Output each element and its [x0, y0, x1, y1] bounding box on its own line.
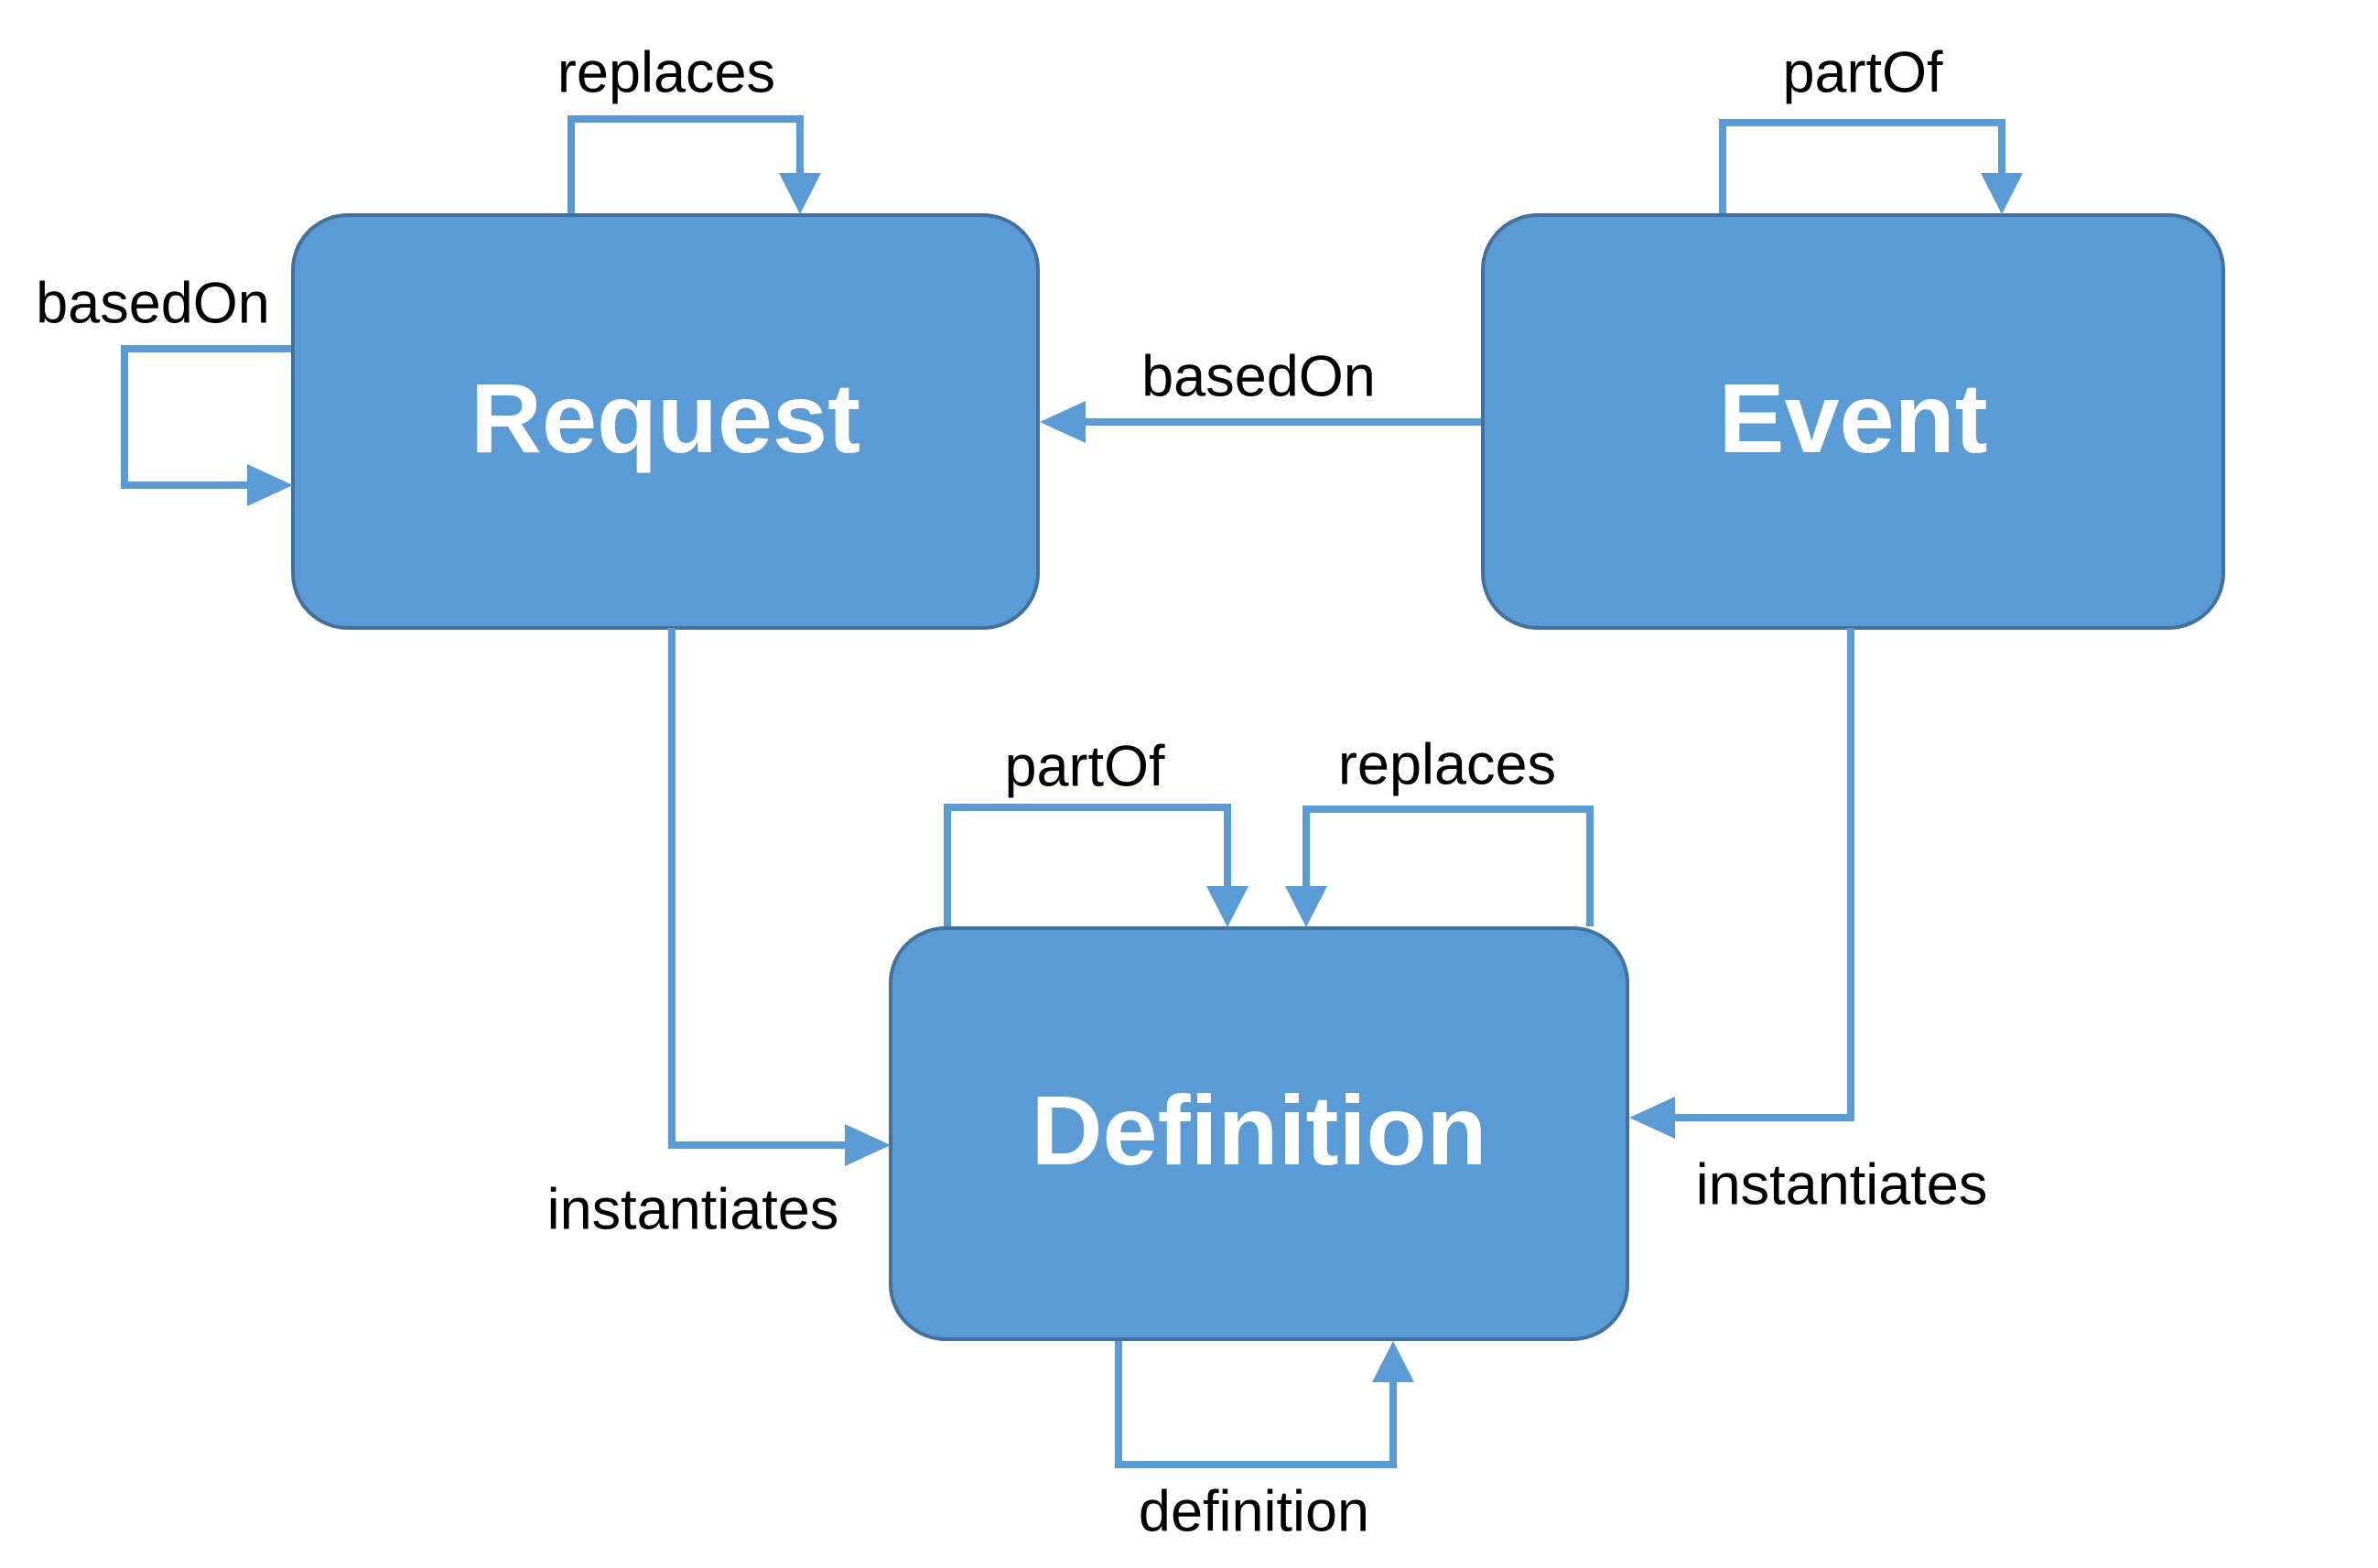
edge-label-partof-event: partOf [1782, 40, 1943, 105]
edge-partof-definition-segment [944, 804, 1231, 811]
edge-basedon-request-segment [121, 481, 251, 489]
edge-replaces-definition-segment [1586, 806, 1594, 926]
edge-definition-loop-segment [1389, 1379, 1397, 1468]
edge-label-partof-definition: partOf [1004, 734, 1165, 799]
edge-replaces-request-segment [567, 115, 804, 123]
node-request-label: Request [470, 362, 861, 473]
edge-label-replaces-definition: replaces [1337, 732, 1557, 797]
arrowhead-down-icon [1206, 886, 1248, 927]
edge-instantiates-request-segment [668, 1141, 848, 1149]
edge-replaces-request-segment [796, 115, 804, 176]
edge-label-instantiates-event: instantiates [1695, 1152, 1988, 1217]
edge-partof-definition-segment [944, 804, 951, 926]
arrowhead-down-icon [1285, 886, 1327, 927]
edge-basedon-event-request-segment [1082, 418, 1481, 426]
edge-instantiates-request-segment [668, 628, 676, 1145]
node-event: Event [1481, 213, 2225, 630]
edge-definition-loop-segment [1115, 1341, 1122, 1468]
edge-replaces-definition-segment [1302, 806, 1594, 813]
arrowhead-left-icon [1040, 401, 1086, 443]
edge-label-basedon-request: basedOn [36, 271, 270, 336]
node-definition-label: Definition [1031, 1074, 1487, 1185]
arrowhead-right-icon [845, 1124, 891, 1166]
edge-definition-loop-segment [1115, 1461, 1397, 1468]
arrowhead-right-icon [247, 464, 293, 506]
edge-basedon-request-segment [121, 345, 291, 352]
edge-replaces-request-segment [567, 115, 575, 213]
edge-label-definition-loop: definition [1138, 1479, 1370, 1544]
edge-instantiates-event-segment [1671, 1114, 1854, 1121]
edge-partof-event-segment [1719, 119, 1726, 213]
arrowhead-down-icon [779, 173, 821, 214]
edge-partof-event-segment [1719, 119, 2005, 126]
edge-partof-definition-segment [1224, 804, 1231, 888]
edge-partof-event-segment [1998, 119, 2005, 176]
edge-label-basedon-event-request: basedOn [1141, 344, 1376, 409]
edge-label-instantiates-request: instantiates [546, 1177, 839, 1242]
arrowhead-up-icon [1372, 1341, 1414, 1382]
edge-label-replaces-request: replaces [557, 40, 776, 105]
node-event-label: Event [1718, 362, 1988, 473]
node-definition: Definition [889, 926, 1629, 1341]
arrowhead-down-icon [1981, 173, 2023, 214]
arrowhead-left-icon [1629, 1097, 1675, 1139]
edge-replaces-definition-segment [1302, 806, 1310, 888]
edge-instantiates-event-segment [1847, 628, 1854, 1118]
edge-basedon-request-segment [121, 345, 128, 489]
node-request: Request [291, 213, 1040, 630]
